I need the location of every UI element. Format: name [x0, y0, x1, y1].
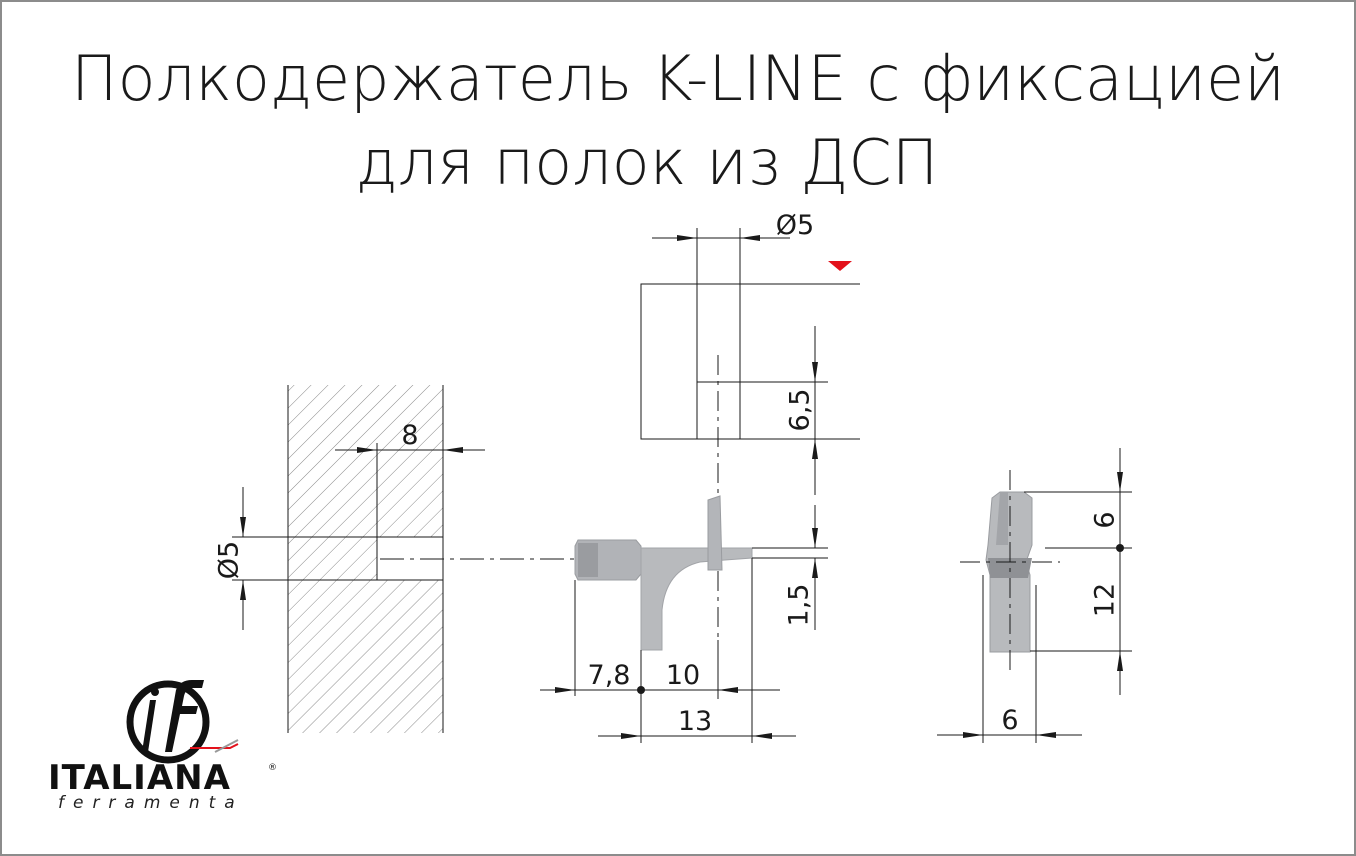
dim-arm-length: 10 — [666, 660, 700, 691]
dim-pin-length: 7,8 — [588, 660, 631, 691]
registered-mark: ® — [268, 763, 277, 773]
panel-section-view: Ø5 8 — [214, 385, 720, 733]
dim-end-width: 6 — [1001, 705, 1018, 736]
shelf-top-view: Ø5 6,5 — [640, 210, 860, 700]
brand-name: ITALIANA — [48, 758, 231, 798]
dim-top-depth: 6,5 — [785, 389, 816, 432]
brand-sub: ferramenta — [58, 793, 244, 813]
dim-lip-height: 1,5 — [784, 584, 815, 627]
dim-end-upper: 6 — [1090, 511, 1121, 528]
title-line-1: Полкодержатель K-LINE с фиксацией — [71, 42, 1285, 115]
surface-marker-icon — [828, 261, 852, 271]
brand-logo: ITALIANA ® ferramenta — [48, 680, 277, 813]
reference-point — [637, 686, 645, 694]
end-reference-point — [1116, 544, 1124, 552]
dim-total-length: 13 — [678, 706, 712, 737]
dim-side-depth: 8 — [401, 420, 418, 451]
dim-end-lower: 12 — [1090, 583, 1121, 617]
support-side-view: 1,5 7,8 10 13 — [540, 495, 828, 743]
support-end-view: 6 12 6 — [937, 448, 1132, 743]
title-line-2: для полок из ДСП — [355, 126, 939, 199]
support-arm — [640, 547, 753, 651]
dim-top-hole-diameter: Ø5 — [776, 210, 814, 241]
dim-side-diameter: Ø5 — [214, 541, 245, 579]
support-locking-tab — [707, 495, 723, 571]
logo-ring-icon — [126, 680, 210, 764]
